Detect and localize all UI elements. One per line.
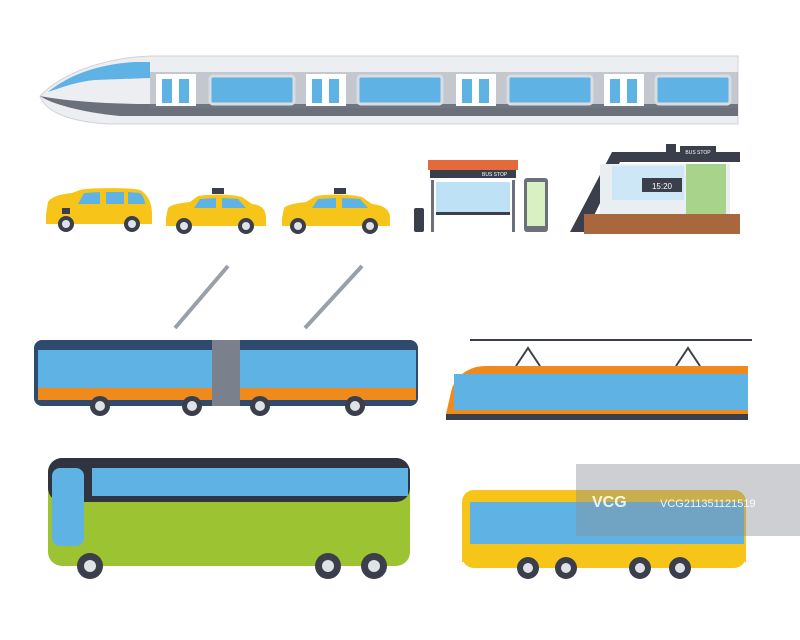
bus-stop-station-sign: BUS STOP bbox=[685, 150, 711, 156]
bus-stop-station: BUS STOP 15:20 bbox=[570, 144, 740, 234]
watermark: VCG VCG211351121519 bbox=[576, 464, 800, 536]
tram bbox=[446, 339, 752, 420]
watermark-brand: VCG bbox=[592, 494, 627, 511]
city-bus bbox=[462, 490, 746, 579]
coach-bus bbox=[48, 458, 410, 579]
taxi-sedan-1 bbox=[166, 188, 266, 234]
taxi-sedan-2 bbox=[282, 188, 390, 234]
high-speed-train bbox=[39, 55, 739, 125]
bus-stop-shelter-sign: BUS STOP bbox=[482, 172, 508, 178]
taxi-minivan bbox=[46, 188, 152, 232]
watermark-id: VCG211351121519 bbox=[660, 498, 756, 510]
trolleybus bbox=[34, 264, 418, 416]
info-stand bbox=[524, 178, 548, 232]
station-clock: 15:20 bbox=[652, 182, 673, 191]
bus-stop-shelter: BUS STOP bbox=[414, 160, 518, 232]
